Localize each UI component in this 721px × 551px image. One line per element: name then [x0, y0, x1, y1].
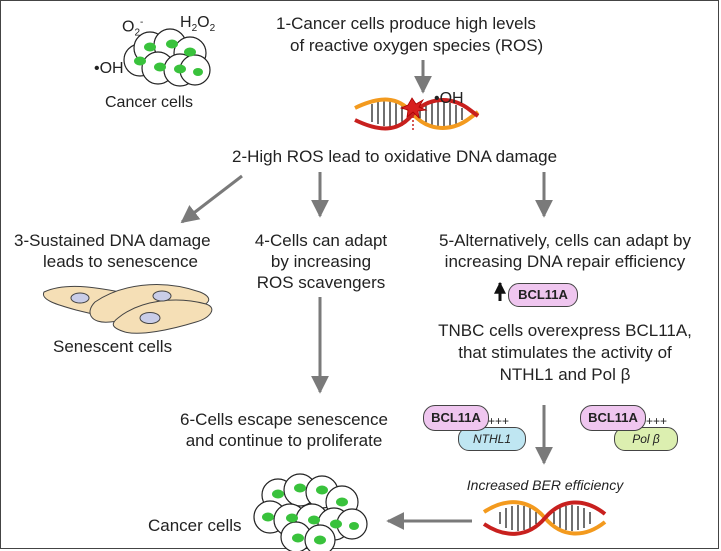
step3-line2: leads to senescence [43, 252, 198, 271]
ber-efficiency-label: Increased BER efficiency [466, 477, 624, 493]
step4-line3: ROS scavengers [256, 273, 386, 292]
step5-line1: 5-Alternatively, cells can adapt by [439, 231, 691, 250]
bottom-cancer-cells-label: Cancer cells [148, 516, 242, 535]
step2-text: 2-High ROS lead to oxidative DNA damage [232, 147, 558, 166]
step6-line2: and continue to proliferate [185, 431, 383, 450]
tnbc-line3: NTHL1 and Pol β [499, 365, 631, 384]
nthl1-badge: NTHL1 [458, 427, 526, 451]
step4-line1: 4-Cells can adapt [254, 231, 388, 250]
damaged-dna-helix [354, 97, 480, 131]
complex1-bcl11a-badge: BCL11A [423, 405, 489, 431]
superoxide-label: O2- [122, 17, 144, 39]
polb-badge: Pol β [614, 427, 678, 451]
complex1-plus: +++ [488, 414, 510, 428]
tnbc-line2: that stimulates the activity of [458, 343, 672, 362]
step5-line2: increasing DNA repair efficiency [444, 252, 686, 271]
top-cancer-cells-label: Cancer cells [105, 94, 194, 111]
bottom-cancer-cell-cluster [253, 473, 368, 551]
damage-hydroxyl-label: •OH [434, 90, 464, 107]
senescent-cells-label: Senescent cells [53, 337, 173, 356]
arrow-to-senescence [180, 174, 243, 224]
step4-line2: by increasing [270, 252, 372, 271]
complex2-bcl11a-badge: BCL11A [580, 405, 646, 431]
repaired-dna-helix [482, 500, 607, 536]
step6-line1: 6-Cells escape senescence [180, 410, 388, 429]
hydrogen-peroxide-label: H2O2 [180, 14, 216, 35]
step3-line1: 3-Sustained DNA damage [14, 231, 211, 250]
top-cancer-cell-cluster [123, 28, 211, 87]
step1-line2: of reactive oxygen species (ROS) [290, 36, 544, 55]
hydroxyl-radical-label: •OH [94, 60, 124, 77]
tnbc-line1: TNBC cells overexpress BCL11A, [438, 321, 692, 340]
step1-line1: 1-Cancer cells produce high levels [276, 14, 536, 33]
complex2-plus: +++ [646, 414, 668, 428]
senescent-cells-illustration [42, 284, 213, 334]
bcl11a-badge: BCL11A [508, 283, 578, 307]
